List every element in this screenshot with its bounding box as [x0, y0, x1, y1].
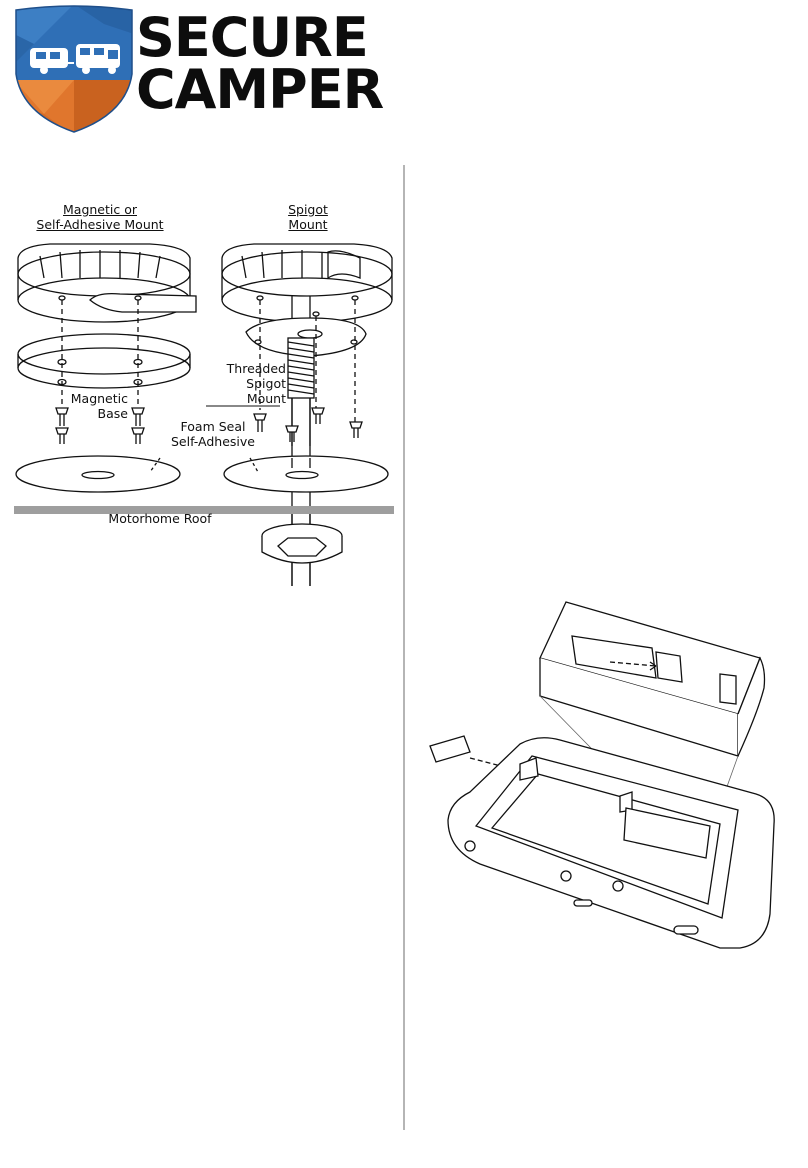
label-magnetic-mount-l2: Self-Adhesive Mount	[36, 217, 164, 232]
screws-right	[253, 407, 363, 442]
motorhome-icon	[76, 44, 120, 74]
sim-card-insertion-diagram	[429, 601, 775, 949]
nut-washer	[261, 514, 343, 586]
label-threaded-l3: Mount	[246, 391, 286, 406]
caravan-icon	[30, 48, 74, 74]
brand-line-1: SECURE	[136, 6, 369, 69]
roof-bar	[14, 506, 394, 514]
label-threaded-l1: Threaded	[226, 361, 286, 376]
foam-seal-left	[15, 455, 181, 493]
label-spigot-mount-l2: Mount	[288, 217, 328, 232]
alignment-guides-right	[259, 300, 356, 422]
label-foam-seal-l1: Foam Seal	[180, 419, 246, 434]
secure-camper-logo	[15, 5, 133, 133]
label-magnetic-base-l1: Magnetic	[70, 391, 128, 406]
zoom-detail-box	[539, 601, 766, 757]
screws-left	[55, 407, 145, 444]
label-magnetic-base-l2: Base	[97, 406, 128, 421]
brand-wordmark: SECURE CAMPER	[136, 6, 384, 121]
magnetic-base-drawing	[17, 333, 191, 389]
router-device-drawing	[447, 737, 775, 949]
spigot-plate	[245, 317, 367, 357]
column-divider	[403, 165, 405, 1130]
label-motorhome-roof: Motorhome Roof	[108, 511, 212, 526]
magnetic-puck-drawing	[17, 243, 197, 323]
label-foam-seal-l2: Self-Adhesive	[170, 434, 255, 449]
sim-card-icon	[429, 735, 471, 763]
label-spigot-mount-l1: Spigot	[288, 202, 328, 217]
label-magnetic-mount-l1: Magnetic or	[63, 202, 137, 217]
antenna-mounting-diagram	[14, 243, 394, 586]
foam-seal-right	[223, 455, 389, 493]
label-threaded-l2: Spigot	[246, 376, 286, 391]
brand-line-2: CAMPER	[136, 58, 384, 121]
threaded-spigot	[287, 337, 315, 446]
spigot-puck-drawing	[221, 243, 393, 323]
